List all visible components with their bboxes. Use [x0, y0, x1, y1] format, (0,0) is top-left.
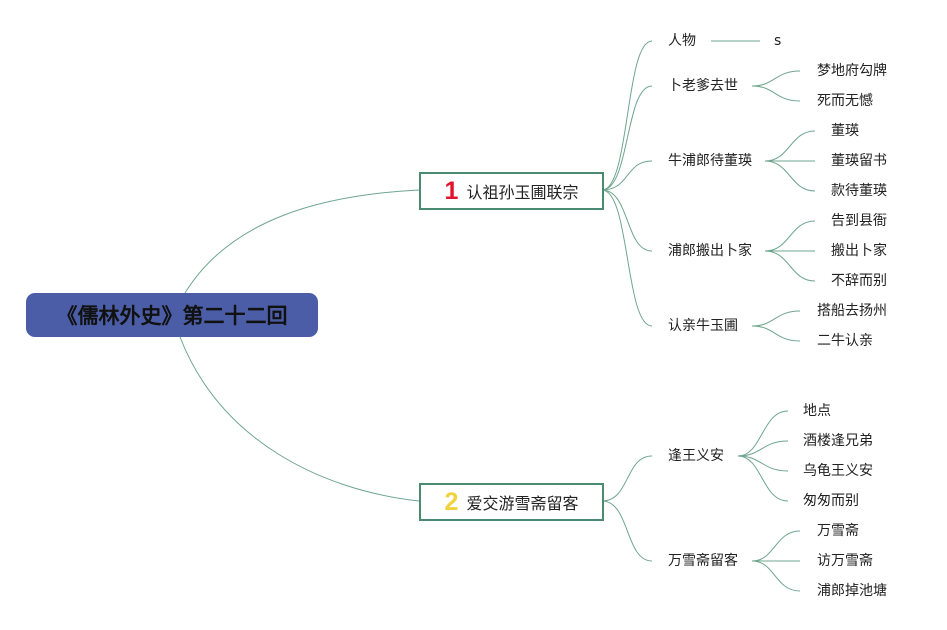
leaf-topic[interactable]: 匆匆而别 — [803, 493, 859, 509]
leaf-topic[interactable]: 二牛认亲 — [817, 333, 873, 349]
root-topic-label: 《儒林外史》第二十二回 — [56, 304, 288, 328]
number-marker-icon: 1 — [444, 176, 459, 205]
leaf-topic[interactable]: 死而无憾 — [817, 93, 873, 109]
subtopic-note[interactable]: s — [774, 33, 782, 49]
leaf-topic[interactable]: 款待董瑛 — [831, 183, 887, 199]
leaf-topic[interactable]: 万雪斋 — [817, 523, 859, 539]
leaf-topic[interactable]: 告到县衙 — [831, 213, 887, 229]
leaf-topic[interactable]: 不辞而别 — [831, 273, 887, 289]
subtopic[interactable]: 浦郎搬出卜家 — [668, 243, 752, 259]
number-marker-icon: 2 — [444, 487, 459, 516]
leaf-topic[interactable]: 董瑛 — [831, 123, 859, 139]
leaf-topic[interactable]: 地点 — [803, 403, 831, 419]
subtopic[interactable]: 万雪斋留客 — [668, 553, 738, 569]
subtopic[interactable]: 卜老爹去世 — [668, 78, 738, 94]
branch-topic-label: 爱交游雪斋留客 — [466, 494, 579, 513]
subtopic[interactable]: 人物 — [668, 33, 696, 49]
subtopic[interactable]: 认亲牛玉圃 — [668, 318, 738, 334]
leaf-topic[interactable]: 乌龟王义安 — [803, 463, 873, 479]
branch-topic-1[interactable]: 1 认祖孙玉圃联宗 — [419, 172, 604, 210]
subtopic[interactable]: 逢王义安 — [668, 448, 724, 464]
leaf-topic[interactable]: 访万雪斋 — [817, 553, 873, 569]
leaf-topic[interactable]: 酒楼逢兄弟 — [803, 433, 873, 449]
subtopic[interactable]: 牛浦郎待董瑛 — [668, 153, 752, 169]
branch-topic-2[interactable]: 2 爱交游雪斋留客 — [419, 483, 604, 521]
leaf-topic[interactable]: 搬出卜家 — [831, 243, 887, 259]
branch-topic-label: 认祖孙玉圃联宗 — [466, 183, 579, 202]
root-topic[interactable]: 《儒林外史》第二十二回 — [26, 293, 318, 337]
leaf-topic[interactable]: 搭船去扬州 — [817, 303, 887, 319]
leaf-topic[interactable]: 浦郎掉池塘 — [817, 583, 887, 599]
leaf-topic[interactable]: 梦地府勾牌 — [817, 63, 887, 79]
leaf-topic[interactable]: 董瑛留书 — [831, 153, 887, 169]
